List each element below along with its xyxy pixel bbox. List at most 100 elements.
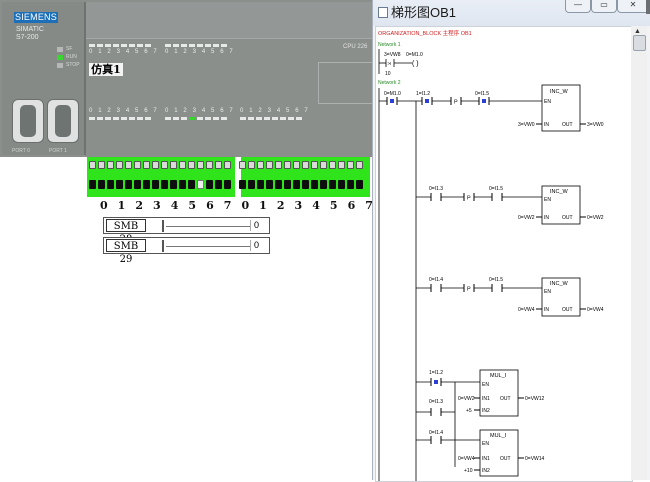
input-switch-top-10[interactable]	[179, 161, 186, 169]
input-switch-top-19[interactable]	[266, 161, 273, 169]
port-0-connector[interactable]	[12, 99, 44, 143]
input-switch-top-6[interactable]	[143, 161, 150, 169]
n2-r1-contact-1[interactable]	[386, 97, 398, 105]
mul-contact-bot[interactable]	[430, 436, 442, 444]
input-switch-top-7[interactable]	[152, 161, 159, 169]
inc-w-block-3[interactable]: INC_W EN IN OUT 0=VW4 0=VW4	[518, 277, 604, 317]
input-switch-top-1[interactable]	[98, 161, 105, 169]
input-switch-top-12[interactable]	[197, 161, 204, 169]
input-switch-22[interactable]	[293, 180, 300, 189]
input-switch-6[interactable]	[143, 180, 150, 189]
input-switch-top-25[interactable]	[320, 161, 327, 169]
input-switch-top-16[interactable]	[239, 161, 246, 169]
input-switch-23[interactable]	[302, 180, 309, 189]
input-switch-12[interactable]	[197, 180, 204, 189]
input-switch-18[interactable]	[257, 180, 264, 189]
input-switch-top-4[interactable]	[125, 161, 132, 169]
input-switch-16[interactable]	[239, 180, 246, 189]
input-switch-7[interactable]	[152, 180, 159, 189]
mul-i-block-1[interactable]: MUL_I EN IN1 OUT IN2 0=VW2 +5 0=VW12	[458, 369, 545, 417]
mul-contact-top-addr: 1=I1.2	[429, 370, 443, 376]
input-switch-top-8[interactable]	[161, 161, 168, 169]
scroll-up-arrow-icon[interactable]: ▲	[634, 28, 641, 35]
svg-text:IN1: IN1	[482, 456, 490, 462]
n2-r2-c3-addr: 0=I1.5	[489, 186, 503, 192]
input-switch-3[interactable]	[116, 180, 123, 189]
smb29-slider-thumb[interactable]	[162, 240, 164, 252]
ladder-canvas[interactable]: ORGANIZATION_BLOCK 主程序 OB1 Network 1 3=V…	[375, 26, 633, 482]
n2-r1-contact-3[interactable]	[478, 97, 490, 105]
n2-r3-p-contact[interactable]: P	[463, 284, 475, 293]
input-switch-top-27[interactable]	[338, 161, 345, 169]
input-switch-top-29[interactable]	[356, 161, 363, 169]
input-switch-9[interactable]	[170, 180, 177, 189]
input-switch-4[interactable]	[125, 180, 132, 189]
input-switch-top-0[interactable]	[89, 161, 96, 169]
input-switch-10[interactable]	[179, 180, 186, 189]
input-switch-17[interactable]	[248, 180, 255, 189]
input-switch-top-3[interactable]	[116, 161, 123, 169]
input-switch-13[interactable]	[206, 180, 213, 189]
n2-r1-p-contact[interactable]: P	[450, 97, 462, 106]
input-switch-top-20[interactable]	[275, 161, 282, 169]
svg-text:EN: EN	[544, 99, 551, 105]
inc-w-block-1[interactable]: INC_W EN IN OUT 3=VW0 3=VW0	[518, 84, 604, 132]
n2-r3-contact-2[interactable]	[430, 284, 442, 292]
input-switch-top-9[interactable]	[170, 161, 177, 169]
input-switch-top-21[interactable]	[284, 161, 291, 169]
input-switch-0[interactable]	[89, 180, 96, 189]
input-switch-top-24[interactable]	[311, 161, 318, 169]
input-switch-25[interactable]	[320, 180, 327, 189]
input-switch-top-17[interactable]	[248, 161, 255, 169]
input-switch-top-18[interactable]	[257, 161, 264, 169]
inc-w-block-2[interactable]: INC_W EN IN OUT 0=VW2 0=VW2	[518, 185, 604, 225]
input-switch-15[interactable]	[224, 180, 231, 189]
input-switch-19[interactable]	[266, 180, 273, 189]
mul-i-block-2[interactable]: MUL_I EN IN1 OUT IN2 0=VW4 +10 0=VW14	[458, 429, 545, 477]
smb29-track[interactable]	[166, 246, 251, 247]
n2-r3-contact-3[interactable]	[491, 284, 503, 292]
smb28-track[interactable]	[166, 226, 251, 227]
input-switch-20[interactable]	[275, 180, 282, 189]
input-switch-top-11[interactable]	[188, 161, 195, 169]
scroll-thumb[interactable]	[633, 35, 646, 51]
input-switch-26[interactable]	[329, 180, 336, 189]
input-switch-8[interactable]	[161, 180, 168, 189]
svg-text:+10: +10	[464, 468, 473, 474]
n2-r1-contact-2[interactable]	[421, 97, 433, 105]
input-switch-21[interactable]	[284, 180, 291, 189]
input-switch-27[interactable]	[338, 180, 345, 189]
mul-contact-mid[interactable]	[430, 408, 442, 416]
input-switch-top-22[interactable]	[293, 161, 300, 169]
ladder-titlebar: 梯形图OB1 — ▭ ✕	[373, 0, 650, 26]
input-switch-14[interactable]	[215, 180, 222, 189]
maximize-button[interactable]: ▭	[591, 0, 617, 13]
input-switch-24[interactable]	[311, 180, 318, 189]
n2-r2-contact-3[interactable]	[491, 193, 503, 201]
port-1-connector[interactable]	[47, 99, 79, 143]
n2-r2-contact-2[interactable]	[430, 193, 442, 201]
input-switch-1[interactable]	[98, 180, 105, 189]
ladder-scrollbar[interactable]: ▲	[631, 26, 647, 480]
input-switch-top-13[interactable]	[206, 161, 213, 169]
input-switch-top-15[interactable]	[224, 161, 231, 169]
n1-coil-symbol: ( )	[412, 61, 419, 68]
input-switch-5[interactable]	[134, 180, 141, 189]
input-switch-2[interactable]	[107, 180, 114, 189]
input-switch-top-14[interactable]	[215, 161, 222, 169]
input-switch-top-5[interactable]	[134, 161, 141, 169]
close-button[interactable]: ✕	[617, 0, 649, 13]
svg-text:OUT: OUT	[500, 456, 511, 462]
input-switch-top-23[interactable]	[302, 161, 309, 169]
smb28-slider-thumb[interactable]	[162, 220, 164, 232]
input-switch-top-2[interactable]	[107, 161, 114, 169]
svg-text:MUL_I: MUL_I	[490, 373, 507, 379]
input-switch-top-26[interactable]	[329, 161, 336, 169]
input-switch-11[interactable]	[188, 180, 195, 189]
input-switch-top-28[interactable]	[347, 161, 354, 169]
input-switch-28[interactable]	[347, 180, 354, 189]
minimize-button[interactable]: —	[565, 0, 591, 13]
n2-r2-p-contact[interactable]: P	[463, 193, 475, 202]
input-switch-29[interactable]	[356, 180, 363, 189]
mul-contact-top[interactable]	[430, 378, 442, 386]
